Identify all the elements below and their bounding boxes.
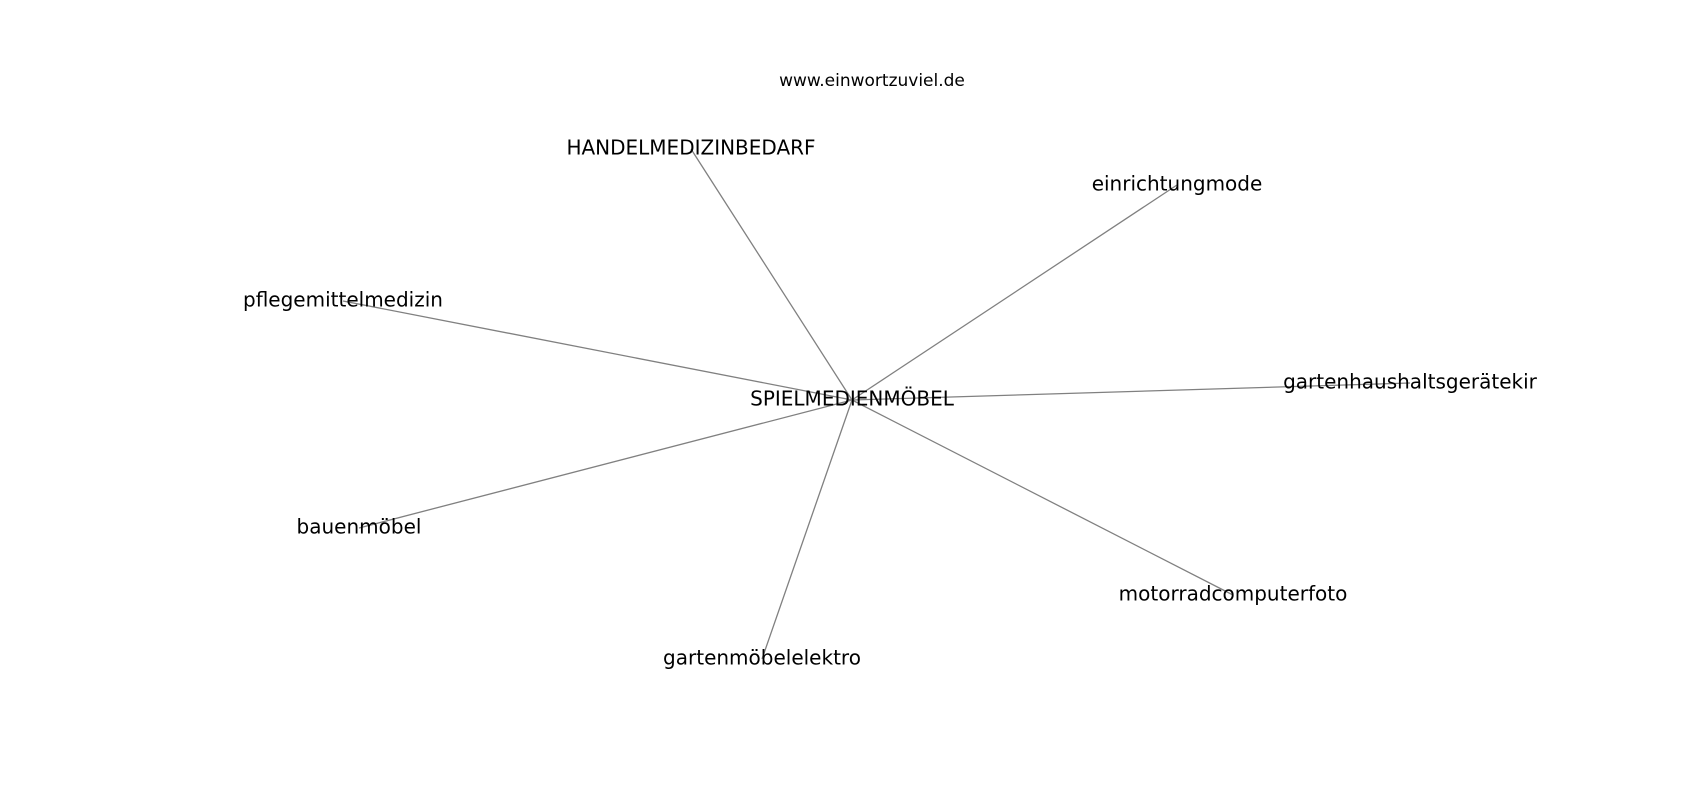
edge-gartenhaushaltsgeraetekir [851,382,1411,401]
node-label-gartenhaushaltsgeraetekir: gartenhaushaltsgerätekir [1283,370,1538,394]
edge-einrichtungmode [851,184,1178,401]
node-label-handelmedizinbedarf: HANDELMEDIZINBEDARF [566,136,815,160]
node-label-einrichtungmode: einrichtungmode [1092,172,1263,196]
edge-motorradcomputerfoto [851,399,1234,596]
node-label-pflegemittelmedizin: pflegemittelmedizin [243,288,443,312]
node-label-bauenmoebel: bauenmöbel [297,515,422,539]
node-label-gartenmoebelelektro: gartenmöbelelektro [663,646,861,670]
edge-handelmedizinbedarf [690,148,853,401]
edges-group [342,148,1411,660]
node-labels-group: SPIELMEDIENMÖBEL HANDELMEDIZINBEDARF ein… [243,136,1538,670]
center-node-label: SPIELMEDIENMÖBEL [750,387,955,411]
node-label-motorradcomputerfoto: motorradcomputerfoto [1119,582,1348,606]
edge-gartenmoebelelektro [761,399,853,660]
site-url-label: www.einwortzuviel.de [779,71,965,91]
edge-pflegemittelmedizin [342,300,853,401]
edge-bauenmoebel [358,399,853,529]
